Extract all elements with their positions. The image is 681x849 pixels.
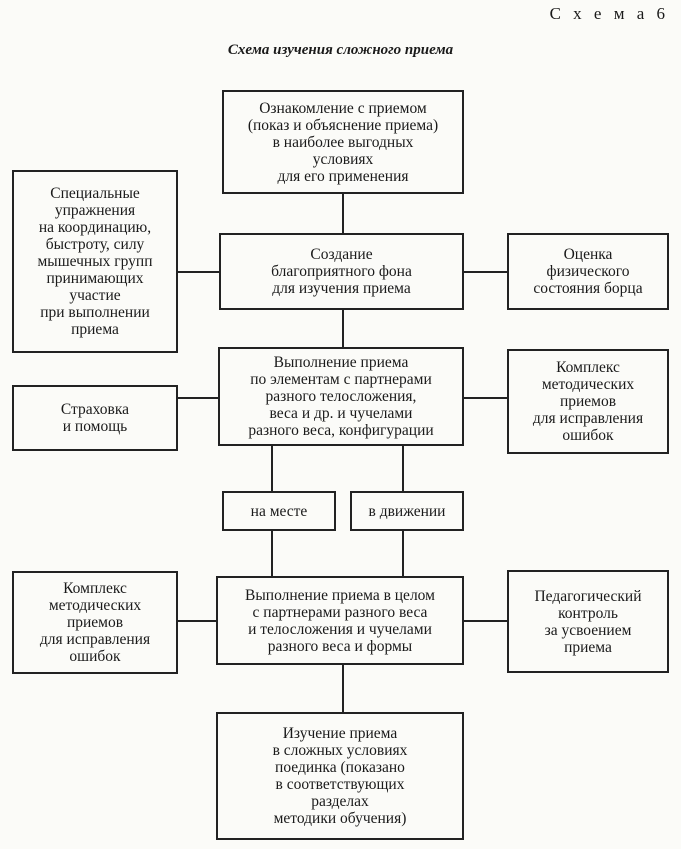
box-acquaintance: Ознакомление с приемом (показ и объяснен…	[222, 90, 464, 194]
box-physical-state: Оценка физического состояния борца	[507, 233, 669, 310]
connector-safety-elements	[178, 397, 218, 399]
connector-special-background	[178, 271, 219, 273]
box-complex-conditions: Изучение приема в сложных условиях поеди…	[216, 712, 464, 840]
connector-background-physical	[464, 271, 507, 273]
box-special-exercises: Специальные упражнения на координацию, б…	[12, 170, 178, 353]
connector-whole-pedagogical	[464, 620, 507, 622]
box-in-motion: в движении	[350, 491, 464, 531]
box-safety: Страховка и помощь	[12, 385, 178, 451]
connector-methodical2-whole	[178, 620, 216, 622]
connector-background-elements	[342, 310, 344, 347]
diagram-title: Схема изучения сложного приема	[227, 42, 454, 58]
box-methodical-1: Комплекс методических приемов для исправ…	[507, 349, 669, 454]
scheme-number: С х е м а 6	[549, 4, 669, 23]
connector-elements-inplace	[271, 446, 273, 491]
connector-whole-complex	[342, 665, 344, 712]
box-whole-execution: Выполнение приема в целом с партнерами р…	[216, 576, 464, 665]
connector-elements-methodical	[464, 397, 507, 399]
box-in-place: на месте	[222, 491, 336, 531]
connector-acquaint-background	[342, 194, 344, 233]
box-elements: Выполнение приема по элементам с партнер…	[218, 347, 464, 446]
box-pedagogical-control: Педагогический контроль за усвоением при…	[507, 570, 669, 673]
connector-inmotion-whole	[402, 531, 404, 576]
box-methodical-2: Комплекс методических приемов для исправ…	[12, 571, 178, 674]
box-favorable-background: Создание благоприятного фона для изучени…	[219, 233, 464, 310]
connector-inplace-whole	[271, 531, 273, 576]
connector-elements-inmotion	[402, 446, 404, 491]
